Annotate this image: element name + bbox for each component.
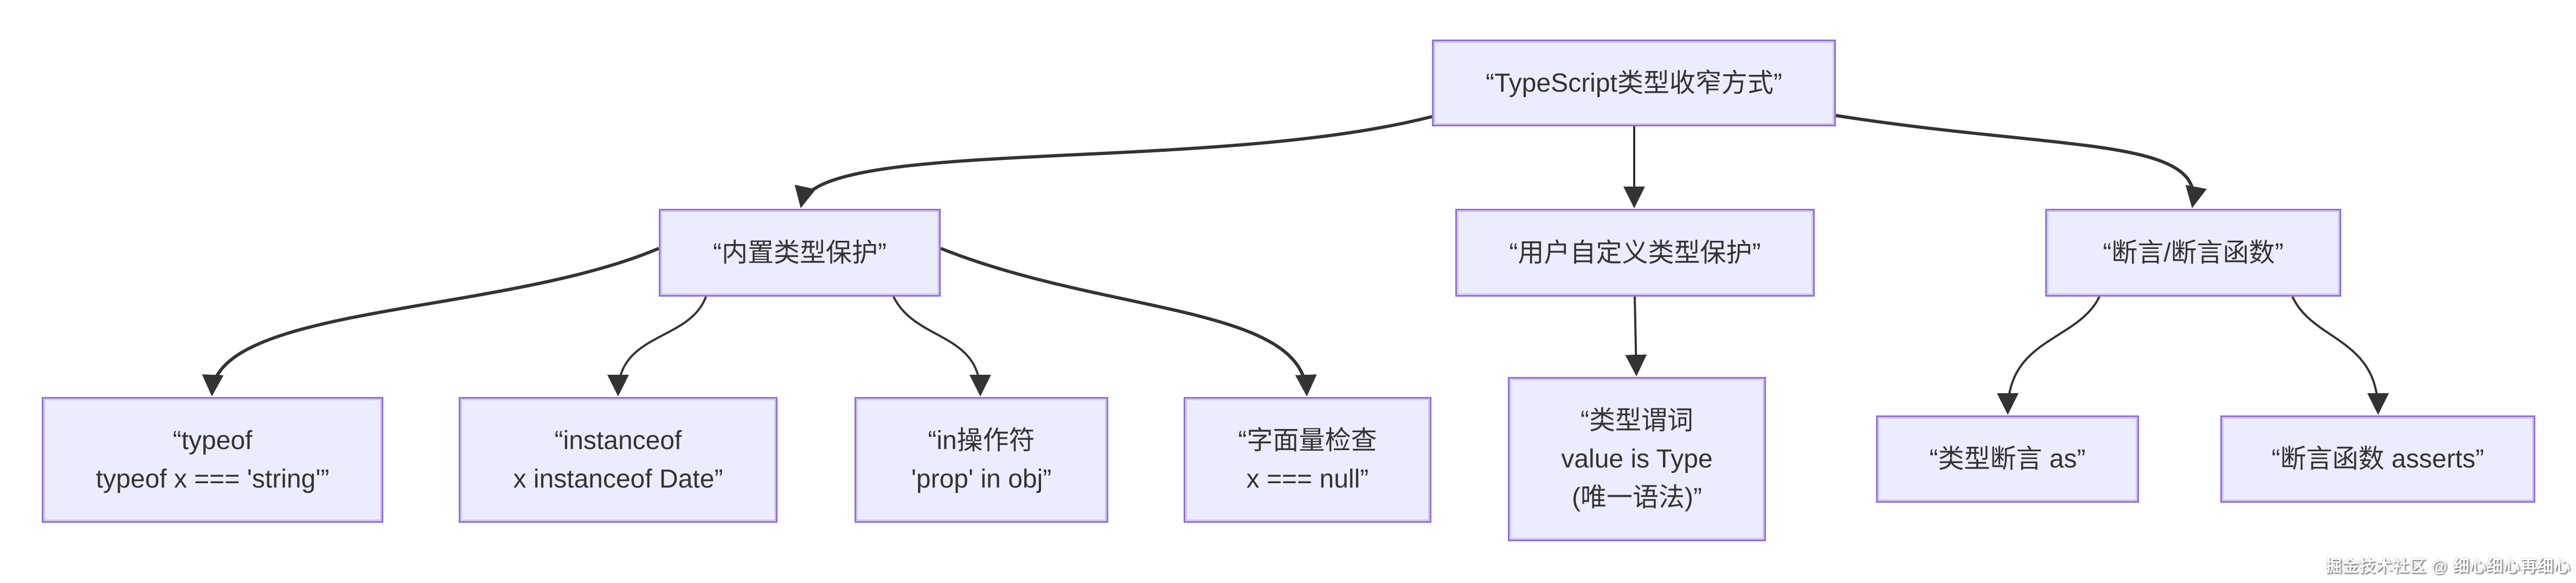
node-assertion-functions: “断言/断言函数”	[2045, 209, 2341, 297]
node-type-predicate: “类型谓词 value is Type (唯一语法)”	[1508, 377, 1766, 541]
node-in-operator: “in操作符 'prop' in obj”	[855, 397, 1108, 523]
node-builtin-type-guards: “内置类型保护”	[659, 209, 941, 297]
edge-root-to-assertion	[1835, 114, 2207, 208]
node-typeof-check: “typeof typeof x === 'string'”	[42, 397, 383, 523]
node-instanceof-check: “instanceof x instanceof Date”	[459, 397, 778, 523]
edge-userdefined-to-predicate	[1625, 296, 1647, 376]
node-literal-check: “字面量检查 x === null”	[1184, 397, 1431, 523]
node-typeof-check-label: “typeof typeof x === 'string'”	[95, 426, 330, 494]
node-assert-function: “断言函数 asserts”	[2220, 415, 2535, 503]
node-assert-function-label: “断言函数 asserts”	[2271, 445, 2484, 473]
node-instanceof-check-label: “instanceof x instanceof Date”	[513, 426, 723, 494]
edge-builtin-to-typeof	[202, 247, 660, 396]
node-root-label: “TypeScript类型收窄方式”	[1486, 68, 1782, 98]
node-type-assertion-as: “类型断言 as”	[1876, 415, 2139, 503]
node-type-predicate-label: “类型谓词 value is Type (唯一语法)”	[1561, 406, 1713, 512]
node-type-assertion-as-label: “类型断言 as”	[1929, 445, 2086, 473]
edge-assertion-to-as	[1997, 296, 2100, 415]
edge-assertion-to-asserts	[2291, 296, 2389, 415]
edge-builtin-to-in-operator	[892, 296, 991, 396]
edge-builtin-to-literal	[940, 247, 1317, 396]
edge-builtin-to-instanceof	[607, 296, 707, 396]
node-user-defined-type-guards: “用户自定义类型保护”	[1455, 209, 1815, 297]
node-assertion-functions-label: “断言/断言函数”	[2103, 238, 2284, 267]
watermark: 掘金技术社区 @ 细心细心再细心	[2326, 558, 2571, 575]
node-user-defined-type-guards-label: “用户自定义类型保护”	[1509, 238, 1761, 267]
edge-root-to-builtin	[794, 115, 1432, 208]
node-builtin-type-guards-label: “内置类型保护”	[713, 238, 886, 267]
node-literal-check-label: “字面量检查 x === null”	[1238, 426, 1377, 494]
node-in-operator-label: “in操作符 'prop' in obj”	[911, 426, 1052, 494]
node-root: “TypeScript类型收窄方式”	[1432, 40, 1836, 126]
